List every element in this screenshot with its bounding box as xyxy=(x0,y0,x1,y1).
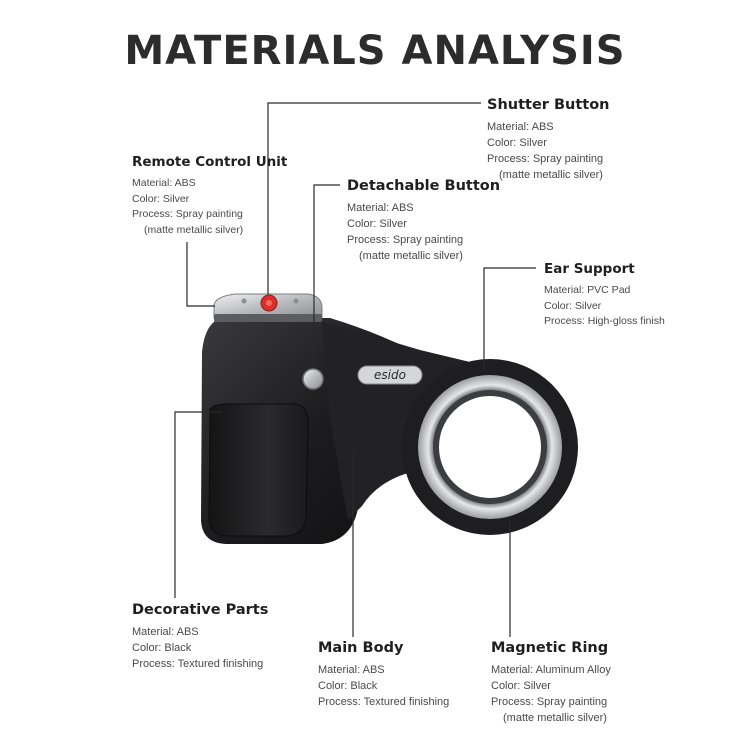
page-title: MATERIALS ANALYSIS xyxy=(124,28,626,74)
ear-process: Process: High-gloss finish xyxy=(544,315,665,327)
leader-lines xyxy=(174,102,536,637)
detachable-button-heading: Detachable Button xyxy=(347,178,501,194)
leader-ear xyxy=(483,267,536,369)
remote-material: Material: ABS xyxy=(132,177,196,189)
remote-process-note: (matte metallic silver) xyxy=(144,223,244,236)
leader-shutter xyxy=(267,102,481,294)
ear-color: Color: Silver xyxy=(544,299,602,312)
remote-color: Color: Silver xyxy=(132,192,190,205)
ear-support-heading: Ear Support xyxy=(544,261,635,277)
callout-shutter-button: Shutter Button Material: ABS Color: Silv… xyxy=(487,97,610,183)
shutter-material: Material: ABS xyxy=(487,121,554,133)
callout-main-body: Main Body Material: ABS Color: Black Pro… xyxy=(318,640,449,710)
shutter-button-heading: Shutter Button xyxy=(487,97,610,113)
callout-remote-control-unit: Remote Control Unit Material: ABS Color:… xyxy=(132,154,287,238)
remote-control-unit-heading: Remote Control Unit xyxy=(132,154,288,170)
logo-badge xyxy=(357,365,423,385)
magnetic-ring-heading: Magnetic Ring xyxy=(491,640,609,656)
magnetic-material: Material: Aluminum Alloy xyxy=(491,664,611,676)
detachable-button-shape xyxy=(302,368,324,390)
leader-detachable xyxy=(313,184,340,368)
ring-inner-hole xyxy=(433,390,547,504)
brand-logo: esido xyxy=(374,368,406,382)
main-body-color: Color: Black xyxy=(318,680,378,692)
main-body-heading: Main Body xyxy=(318,640,404,656)
decorative-parts-heading: Decorative Parts xyxy=(132,602,269,618)
main-body-material: Material: ABS xyxy=(318,664,385,676)
shutter-process: Process: Spray painting xyxy=(487,153,604,165)
remote-process: Process: Spray painting xyxy=(132,208,243,220)
detachable-material: Material: ABS xyxy=(347,202,414,214)
ear-material: Material: PVC Pad xyxy=(544,284,631,296)
leader-decorative xyxy=(174,411,222,598)
decorative-material: Material: ABS xyxy=(132,626,199,638)
callout-decorative-parts: Decorative Parts Material: ABS Color: Bl… xyxy=(132,602,268,672)
detachable-color: Color: Silver xyxy=(347,218,407,230)
callout-magnetic-ring: Magnetic Ring Material: Aluminum Alloy C… xyxy=(491,640,611,726)
magnetic-process-note: (matte metallic silver) xyxy=(503,712,607,724)
magnetic-process: Process: Spray painting xyxy=(491,696,608,708)
decorative-panel-shape xyxy=(208,403,309,537)
callout-detachable-button: Detachable Button Material: ABS Color: S… xyxy=(347,178,500,264)
leader-remote xyxy=(186,242,215,307)
shutter-process-note: (matte metallic silver) xyxy=(499,169,603,181)
decorative-process: Process: Textured finishing xyxy=(132,658,264,670)
decorative-color: Color: Black xyxy=(132,642,192,654)
detachable-process-note: (matte metallic silver) xyxy=(359,250,463,262)
callout-ear-support: Ear Support Material: PVC Pad Color: Sil… xyxy=(544,261,665,330)
shutter-color: Color: Silver xyxy=(487,137,547,149)
detachable-process: Process: Spray painting xyxy=(347,234,464,246)
main-body-process: Process: Textured finishing xyxy=(318,696,450,708)
magnetic-color: Color: Silver xyxy=(491,680,551,692)
